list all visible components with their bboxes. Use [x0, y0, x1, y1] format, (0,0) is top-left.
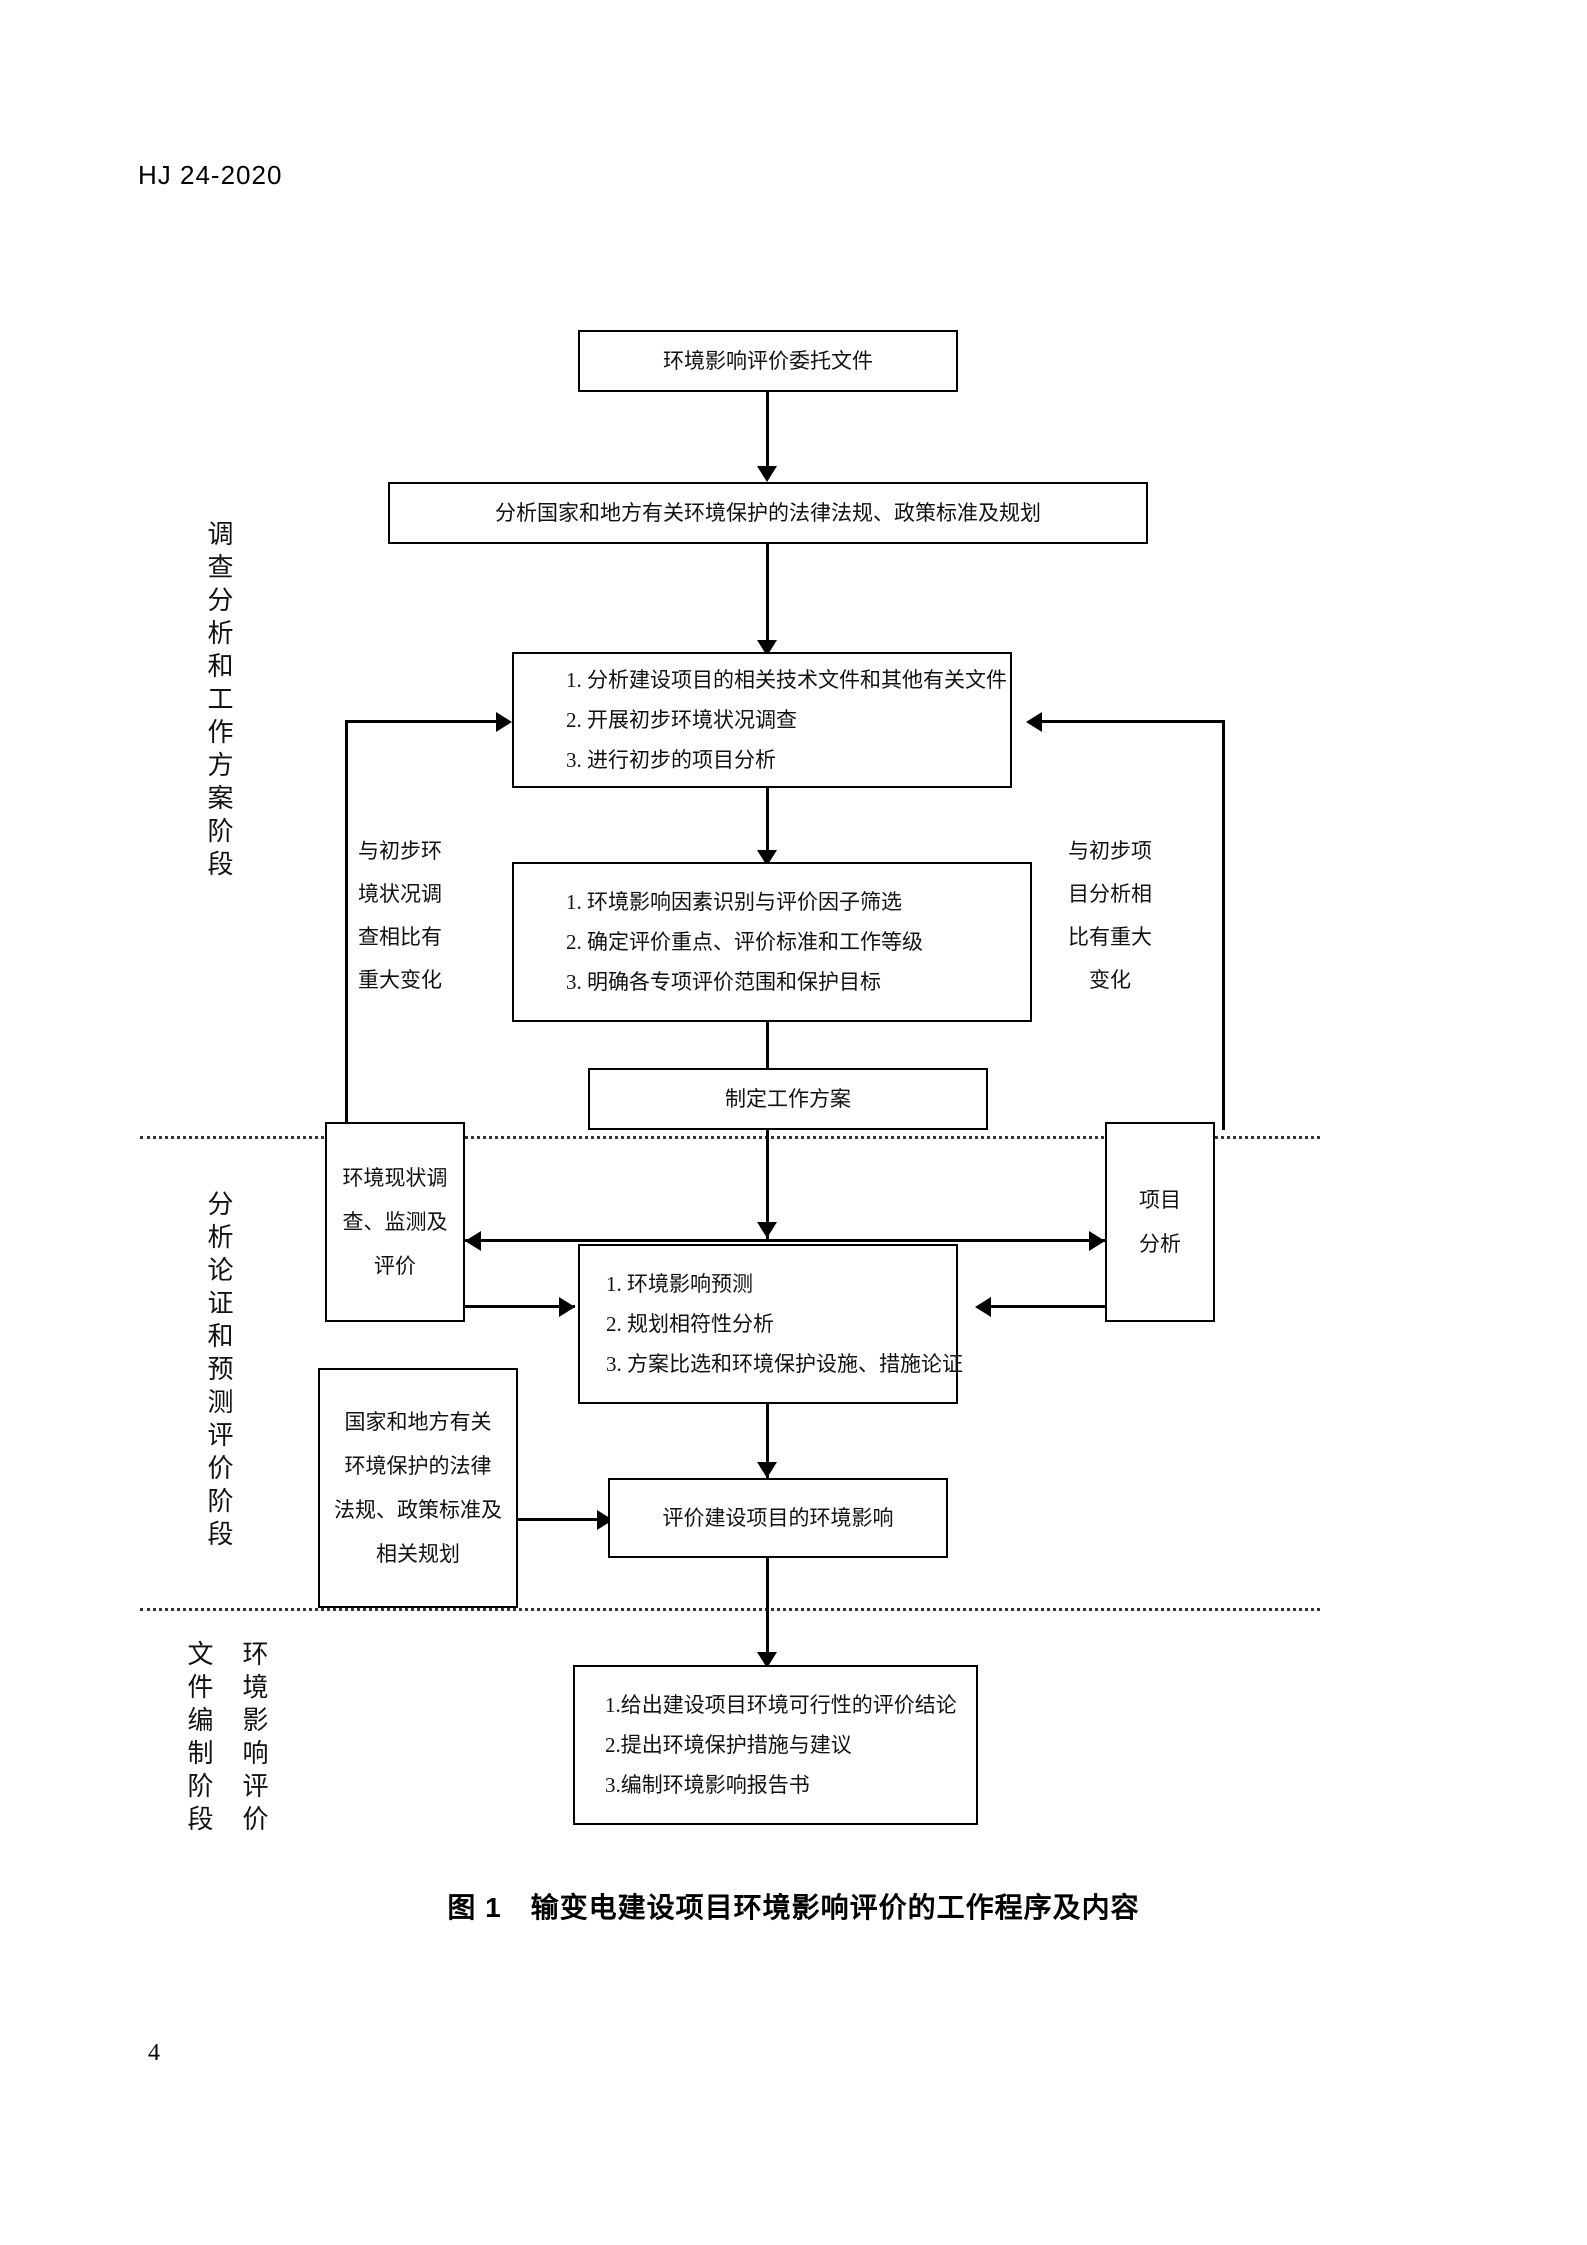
edge-project-to-prediction [990, 1305, 1105, 1308]
node-work-plan[interactable]: 制定工作方案 [588, 1068, 988, 1130]
node-prediction-item-3: 3. 方案比选和环境保护设施、措施论证 [606, 1352, 963, 1377]
stage-label-eia-right-column: 环境影响评价 [239, 1640, 268, 1838]
annotation-right-line-1: 与初步项 [1068, 839, 1152, 863]
node-factor-identification[interactable]: 1. 环境影响因素识别与评价因子筛选 2. 确定评价重点、评价标准和工作等级 3… [512, 862, 1032, 1022]
node-preliminary-item-2: 2. 开展初步环境状况调查 [566, 707, 797, 732]
stage-separator-2 [140, 1608, 1320, 1611]
edge-commission-to-laws [766, 392, 769, 477]
arrowhead-workplan-down [757, 1222, 777, 1238]
node-identify-item-3: 3. 明确各专项评价范围和保护目标 [566, 970, 881, 995]
node-evaluate-impact[interactable]: 评价建设项目的环境影响 [608, 1478, 948, 1558]
arrowhead-bidirectional-left [465, 1231, 481, 1251]
annotation-left-line-1: 与初步环 [358, 839, 442, 863]
node-status-survey-line-3: 评价 [374, 1254, 416, 1279]
stage-separator-1 [140, 1136, 1320, 1139]
edge-survey-to-prediction [465, 1305, 575, 1308]
annotation-left-line-2: 境状况调 [358, 882, 442, 907]
node-evaluate-impact-text: 评价建设项目的环境影响 [662, 1505, 894, 1530]
node-conclusion-item-2: 2.提出环境保护措施与建议 [605, 1732, 852, 1757]
annotation-right-line-4: 变化 [1089, 968, 1131, 993]
node-identify-item-1: 1. 环境影响因素识别与评价因子筛选 [566, 889, 902, 914]
edge-survey-project-bidirectional [465, 1239, 1105, 1242]
edge-regulations-to-evaluate [518, 1518, 608, 1521]
arrowhead-left-feedback [496, 712, 512, 732]
arrowhead-prediction-to-evaluate [757, 1462, 777, 1478]
node-preliminary-item-3: 3. 进行初步的项目分析 [566, 748, 776, 773]
figure-caption: 图 1 输变电建设项目环境影响评价的工作程序及内容 [447, 1892, 1140, 1923]
node-laws-analysis[interactable]: 分析国家和地方有关环境保护的法律法规、政策标准及规划 [388, 482, 1148, 544]
edge-left-feedback-vertical [345, 720, 348, 1130]
node-commission-document[interactable]: 环境影响评价委托文件 [578, 330, 958, 392]
edge-right-feedback-horizontal [1040, 720, 1225, 723]
edge-workplan-down [766, 1130, 769, 1240]
node-commission-document-text: 环境影响评价委托文件 [663, 348, 873, 373]
annotation-right-line-3: 比有重大 [1068, 925, 1152, 950]
annotation-left-feedback: 与初步环 境状况调 查相比有 重大变化 [345, 830, 455, 1002]
node-regulations-line-1: 国家和地方有关 [344, 1409, 492, 1434]
edge-identify-to-workplan [766, 1022, 769, 1088]
node-laws-analysis-text: 分析国家和地方有关环境保护的法律法规、政策标准及规划 [495, 500, 1041, 525]
node-prediction-item-1: 1. 环境影响预测 [606, 1271, 753, 1296]
node-status-survey-line-2: 查、监测及 [342, 1209, 448, 1234]
annotation-right-line-2: 目分析相 [1068, 882, 1152, 907]
node-project-analysis-line-2: 分析 [1139, 1232, 1181, 1256]
arrowhead-commission-to-laws [757, 466, 777, 482]
node-preliminary-item-1: 1. 分析建设项目的相关技术文件和其他有关文件 [566, 667, 1007, 692]
page-number: 4 [148, 2040, 160, 2066]
stage-label-survey-analysis: 调查分析和工作方案阶段 [204, 520, 233, 883]
stage-label-eia-left-column: 文件编制阶段 [184, 1640, 213, 1838]
annotation-left-line-4: 重大变化 [358, 968, 442, 993]
node-status-survey[interactable]: 环境现状调 查、监测及 评价 [325, 1122, 465, 1322]
edge-right-feedback-vertical [1222, 720, 1225, 1130]
node-conclusion-item-1: 1.给出建设项目环境可行性的评价结论 [605, 1692, 957, 1717]
node-regulations-line-3: 法规、政策标准及 [334, 1498, 502, 1522]
edge-prediction-to-evaluate [766, 1404, 769, 1484]
arrowhead-survey-to-prediction [559, 1297, 575, 1317]
node-project-analysis[interactable]: 项目 分析 [1105, 1122, 1215, 1322]
node-prediction-item-2: 2. 规划相符性分析 [606, 1311, 774, 1336]
node-regulations-reference[interactable]: 国家和地方有关 环境保护的法律 法规、政策标准及 相关规划 [318, 1368, 518, 1608]
node-regulations-line-2: 环境保护的法律 [344, 1453, 492, 1478]
node-project-analysis-line-1: 项目 [1139, 1187, 1181, 1212]
node-regulations-line-4: 相关规划 [376, 1542, 460, 1567]
arrowhead-project-to-prediction [975, 1297, 991, 1317]
edge-evaluate-to-conclusion [766, 1558, 769, 1678]
node-conclusion[interactable]: 1.给出建设项目环境可行性的评价结论 2.提出环境保护措施与建议 3.编制环境影… [573, 1665, 978, 1825]
document-header: HJ 24-2020 [138, 160, 283, 190]
node-preliminary-analysis[interactable]: 1. 分析建设项目的相关技术文件和其他有关文件 2. 开展初步环境状况调查 3.… [512, 652, 1012, 788]
node-identify-item-2: 2. 确定评价重点、评价标准和工作等级 [566, 929, 923, 954]
edge-left-feedback-horizontal [345, 720, 500, 723]
node-status-survey-line-1: 环境现状调 [342, 1165, 448, 1190]
node-conclusion-item-3: 3.编制环境影响报告书 [605, 1773, 810, 1798]
arrowhead-evaluate-to-conclusion [757, 1652, 777, 1668]
annotation-left-line-3: 查相比有 [358, 925, 442, 950]
stage-label-analysis-prediction: 分析论证和预测评价阶段 [204, 1190, 233, 1553]
arrowhead-bidirectional-right [1089, 1231, 1105, 1251]
edge-preliminary-to-identify [766, 788, 769, 866]
edge-laws-to-preliminary [766, 544, 769, 654]
annotation-right-feedback: 与初步项 目分析相 比有重大 变化 [1055, 830, 1165, 1002]
node-prediction-analysis[interactable]: 1. 环境影响预测 2. 规划相符性分析 3. 方案比选和环境保护设施、措施论证 [578, 1244, 963, 1404]
arrowhead-right-feedback [1026, 712, 1042, 732]
node-work-plan-text: 制定工作方案 [725, 1086, 851, 1111]
